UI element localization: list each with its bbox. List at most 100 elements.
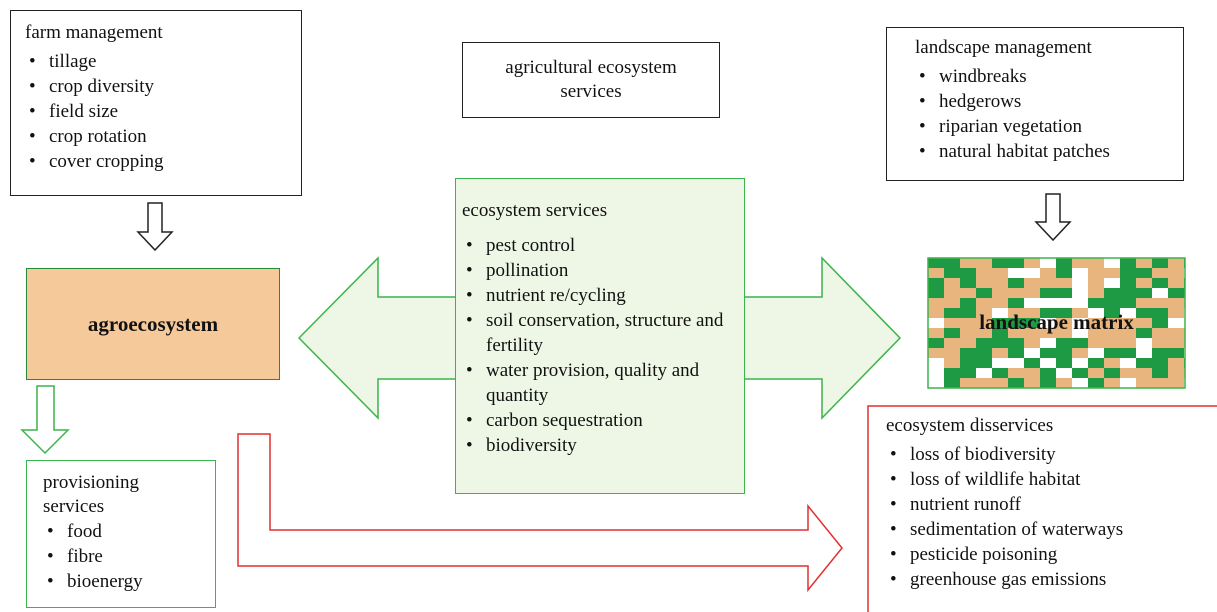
matrix-patch <box>1152 328 1168 338</box>
matrix-patch <box>1120 308 1136 318</box>
matrix-patch <box>928 338 944 348</box>
matrix-patch <box>1040 298 1056 308</box>
matrix-patch <box>1024 328 1040 338</box>
matrix-patch <box>992 318 1008 328</box>
matrix-patch <box>1104 308 1120 318</box>
matrix-patch <box>1120 328 1136 338</box>
landscape-management-title: landscape management <box>915 37 1092 58</box>
landscape-management-box: landscape management windbreaks hedgerow… <box>886 27 1184 181</box>
matrix-patch <box>1120 288 1136 298</box>
matrix-patch <box>928 358 944 368</box>
matrix-patch <box>1024 288 1040 298</box>
matrix-patch <box>976 348 992 358</box>
matrix-patch <box>976 378 992 388</box>
matrix-patch <box>928 318 944 328</box>
matrix-patch <box>976 338 992 348</box>
matrix-patch <box>1152 288 1168 298</box>
matrix-patch <box>960 368 976 378</box>
matrix-patch <box>928 308 944 318</box>
matrix-patch <box>1136 278 1152 288</box>
matrix-patch <box>1008 298 1024 308</box>
matrix-patch <box>944 358 960 368</box>
matrix-patch <box>1056 368 1072 378</box>
matrix-patch <box>1152 278 1168 288</box>
ecosystem-services-box: ecosystem services pest control pollinat… <box>455 178 745 494</box>
matrix-patch <box>1072 348 1088 358</box>
matrix-patch <box>1136 308 1152 318</box>
matrix-patch <box>1008 288 1024 298</box>
agro-to-disservices-arrow <box>237 433 843 593</box>
list-item: pollination <box>462 258 738 283</box>
matrix-patch <box>1024 258 1040 268</box>
matrix-patch <box>1072 378 1088 388</box>
farm-management-list: tillage crop diversity field size crop r… <box>25 49 301 174</box>
matrix-patch <box>1040 288 1056 298</box>
matrix-patch <box>992 368 1008 378</box>
matrix-patch <box>1072 338 1088 348</box>
matrix-patch <box>992 268 1008 278</box>
matrix-patch <box>960 288 976 298</box>
matrix-patch <box>1120 338 1136 348</box>
matrix-patch <box>1104 378 1120 388</box>
matrix-patch <box>1008 368 1024 378</box>
matrix-patch <box>944 258 960 268</box>
matrix-patch <box>1104 268 1120 278</box>
matrix-patch <box>992 288 1008 298</box>
matrix-patch <box>976 288 992 298</box>
list-item: natural habitat patches <box>915 139 1183 164</box>
matrix-patch <box>1152 378 1168 388</box>
matrix-patch <box>1088 278 1104 288</box>
matrix-patch <box>1056 308 1072 318</box>
matrix-patch <box>1168 328 1184 338</box>
matrix-patch <box>976 328 992 338</box>
matrix-patch <box>1088 368 1104 378</box>
matrix-patch <box>1136 368 1152 378</box>
matrix-patch <box>1168 338 1184 348</box>
matrix-patch <box>1168 308 1184 318</box>
matrix-patch <box>976 268 992 278</box>
matrix-patch <box>928 288 944 298</box>
matrix-patch <box>976 368 992 378</box>
matrix-patch <box>1152 368 1168 378</box>
list-item: cover cropping <box>25 149 301 174</box>
matrix-patch <box>960 358 976 368</box>
matrix-patch <box>1088 298 1104 308</box>
matrix-patch <box>1072 268 1088 278</box>
matrix-patch <box>1088 258 1104 268</box>
matrix-patch <box>976 318 992 328</box>
matrix-patch <box>1168 258 1184 268</box>
matrix-patch <box>1056 288 1072 298</box>
matrix-patch <box>1024 358 1040 368</box>
matrix-patch <box>1024 278 1040 288</box>
matrix-patch <box>928 268 944 278</box>
matrix-patch <box>1008 378 1024 388</box>
agroecosystem-box: agroecosystem <box>26 268 280 380</box>
matrix-patch <box>1072 258 1088 268</box>
provisioning-services-box: provisioning services food fibre bioener… <box>26 460 216 608</box>
matrix-patch <box>1120 358 1136 368</box>
matrix-patch <box>1008 358 1024 368</box>
matrix-patch <box>1024 308 1040 318</box>
matrix-patch <box>1152 318 1168 328</box>
matrix-patch <box>1056 338 1072 348</box>
matrix-patch <box>928 348 944 358</box>
matrix-patch <box>992 328 1008 338</box>
list-item: food <box>43 519 215 544</box>
matrix-patch <box>1088 308 1104 318</box>
list-item: pesticide poisoning <box>886 542 1217 567</box>
matrix-patch <box>1024 298 1040 308</box>
list-item: greenhouse gas emissions <box>886 567 1217 592</box>
provisioning-services-list: food fibre bioenergy <box>43 519 215 594</box>
matrix-patch <box>1168 288 1184 298</box>
list-item: bioenergy <box>43 569 215 594</box>
landscape-matrix-border <box>927 257 1186 389</box>
matrix-patch <box>1040 338 1056 348</box>
matrix-patch <box>976 298 992 308</box>
ecosystem-disservices-box: ecosystem disservices loss of biodiversi… <box>868 406 1217 612</box>
ecosystem-services-list: pest control pollination nutrient re/cyc… <box>462 233 738 458</box>
matrix-patch <box>1072 368 1088 378</box>
matrix-patch <box>992 378 1008 388</box>
matrix-patch <box>976 358 992 368</box>
matrix-patch <box>1072 308 1088 318</box>
